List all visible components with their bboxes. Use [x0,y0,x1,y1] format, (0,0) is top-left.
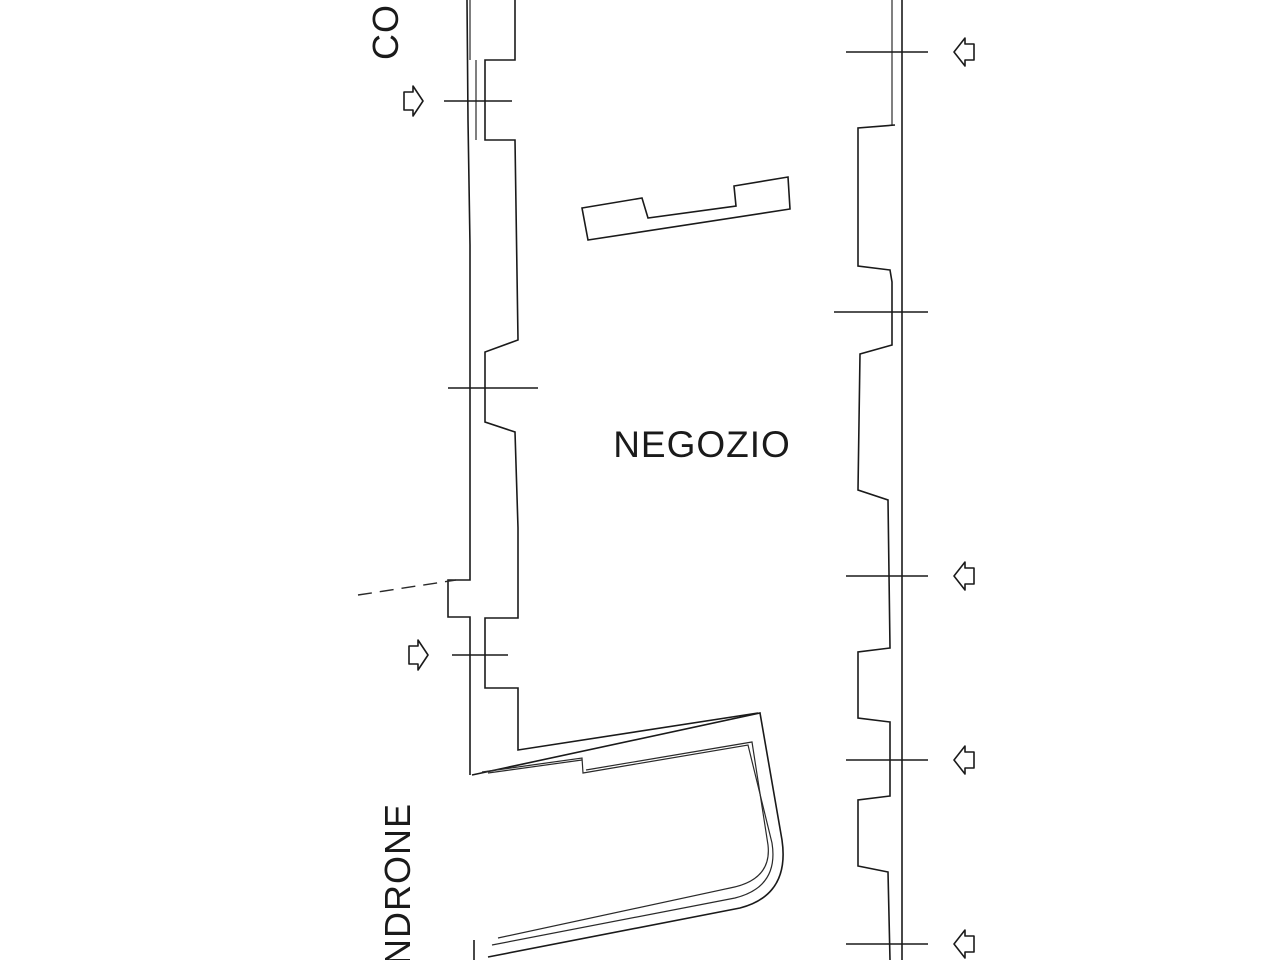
arrow-left-icon-4 [953,929,975,959]
left-openings [357,100,538,656]
left-wall [447,0,759,775]
arrow-left-icon [953,37,975,67]
right-wall [857,0,903,960]
left-wall-outer [447,0,471,775]
left-label-bottom: NDRONE [377,803,418,960]
dashed-projection-line [357,579,457,596]
arrow-left-icon-3 [953,745,975,775]
curve-outer [471,712,784,958]
curve-mid [481,744,774,946]
right-openings [834,51,928,945]
curved-structure [471,712,784,960]
right-wall-inner [857,124,896,960]
counter-element [581,176,791,241]
room-label: NEGOZIO [613,424,791,465]
arrow-left-icon-2 [953,561,975,591]
left-label-top: CO [365,4,406,60]
left-wall-inner [484,0,759,751]
direction-arrows [403,37,975,959]
arrow-right-icon [403,85,424,117]
curve-inner [487,741,769,939]
arrow-right-icon-2 [408,639,429,671]
